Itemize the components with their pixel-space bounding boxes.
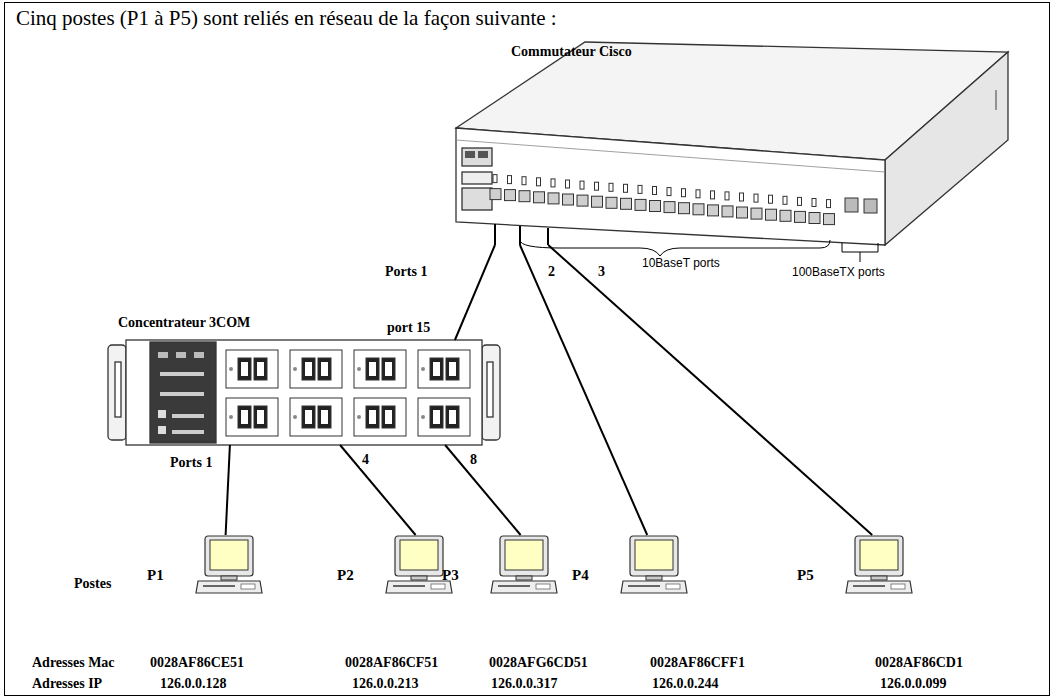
port-number: 4 — [360, 452, 371, 468]
network-cable — [340, 445, 416, 535]
station-name: P5 — [797, 567, 814, 584]
station-name: P2 — [337, 567, 354, 584]
port-bracket — [520, 240, 830, 256]
computer-node: P4 — [620, 535, 688, 595]
port-number: 2 — [546, 264, 557, 280]
computer-icon — [490, 535, 558, 595]
station-name: P4 — [572, 567, 589, 584]
address-cell: 0028AF86CFF1 — [648, 655, 747, 671]
station-name: P1 — [147, 567, 164, 584]
port-group-label: 10BaseT ports — [640, 257, 722, 271]
network-cable — [520, 245, 647, 535]
address-cell: 126.0.0.213 — [350, 676, 421, 692]
address-cell: Adresses Mac — [30, 655, 117, 671]
network-cable — [455, 245, 495, 340]
network-cable — [226, 445, 230, 535]
row-heading: Postes — [72, 576, 113, 592]
address-cell: 0028AF86CD1 — [873, 655, 965, 671]
port-stub — [495, 224, 548, 245]
port-group-label: 100BaseTX ports — [790, 266, 887, 280]
computer-node: P1 — [195, 535, 263, 595]
port-bracket — [842, 243, 878, 262]
address-cell: 0028AF86CE51 — [148, 655, 246, 671]
address-cell: Adresses IP — [30, 676, 104, 692]
device-name: Commutateur Cisco — [511, 44, 632, 60]
computer-icon — [385, 535, 453, 595]
address-cell: 126.0.0.317 — [489, 676, 560, 692]
address-cell: 0028AF86CF51 — [343, 655, 440, 671]
port-number: Ports 1 — [168, 455, 214, 471]
station-name: P3 — [442, 567, 459, 584]
network-cable — [548, 245, 872, 535]
switch-ports — [490, 175, 877, 225]
port-number: port 15 — [385, 320, 432, 336]
computer-node: P5 — [845, 535, 913, 595]
hub-illustration — [108, 340, 500, 445]
port-number: 8 — [468, 452, 479, 468]
address-cell: 126.0.0.128 — [158, 676, 229, 692]
computer-icon — [620, 535, 688, 595]
computer-node: P3 — [490, 535, 558, 595]
device-name: Concentrateur 3COM — [118, 315, 250, 331]
port-number: Ports 1 — [383, 264, 429, 280]
address-cell: 126.0.0.099 — [878, 676, 949, 692]
network-cable — [445, 445, 520, 535]
switch-illustration — [456, 42, 1008, 245]
port-number: 3 — [596, 264, 607, 280]
computer-icon — [195, 535, 263, 595]
switch-node: Commutateur Cisco — [455, 40, 1010, 245]
hub-node: Concentrateur 3COM — [108, 340, 500, 445]
computer-node: P2 — [385, 535, 453, 595]
address-cell: 126.0.0.244 — [650, 676, 721, 692]
address-cell: 0028AFG6CD51 — [487, 655, 590, 671]
heading-text: Cinq postes (P1 à P5) sont reliés en rés… — [16, 6, 557, 31]
hub-ports — [226, 350, 470, 436]
computer-icon — [845, 535, 913, 595]
